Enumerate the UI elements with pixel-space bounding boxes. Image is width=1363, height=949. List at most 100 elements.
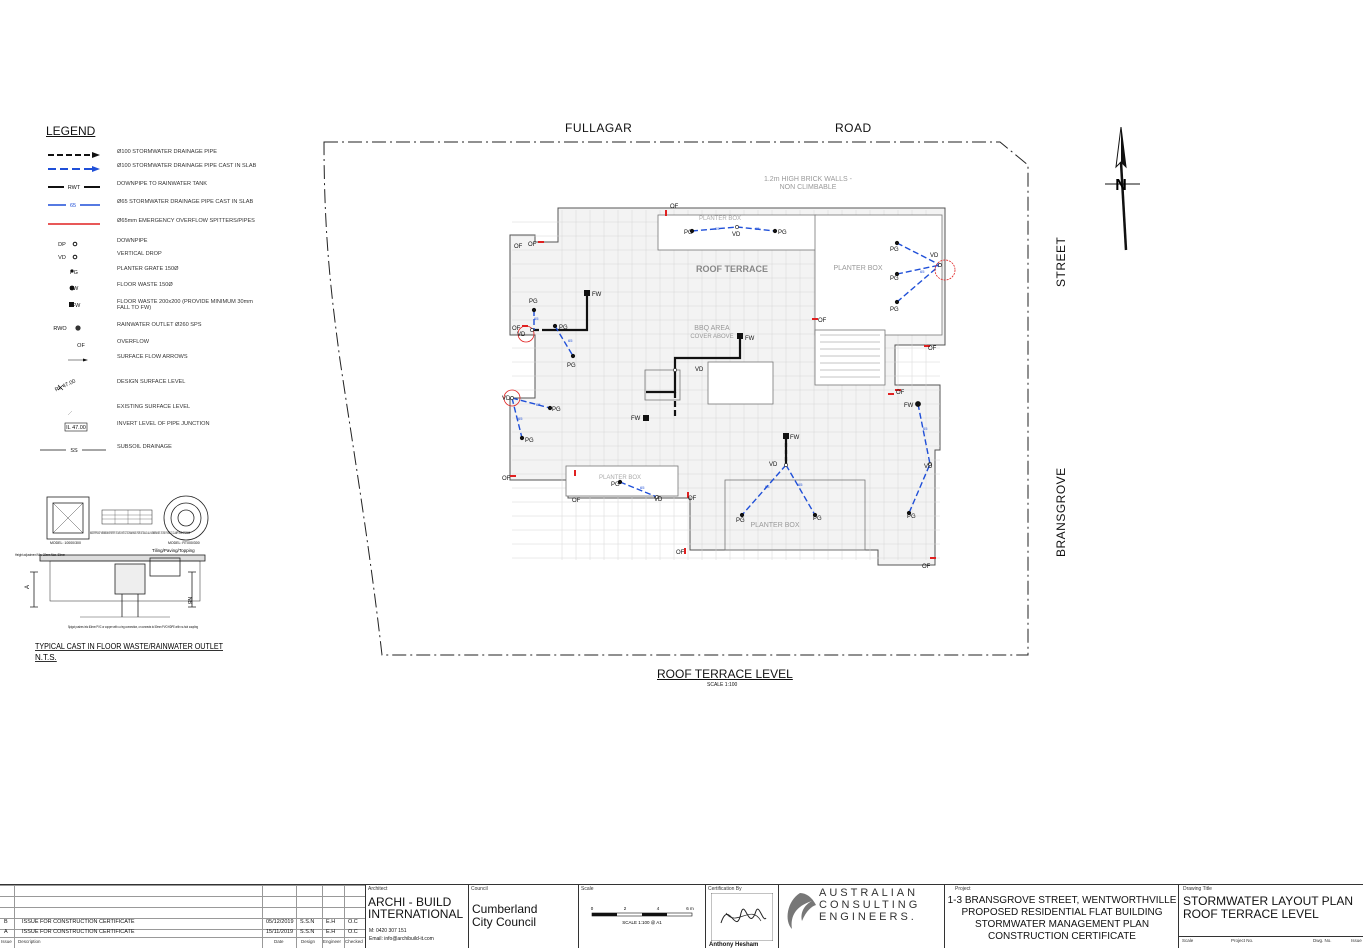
planter-grate-icon [570,353,576,359]
title-block: B ISSUE FOR CONSTRUCTION CERTIFICATE 05/12… [0,884,1363,948]
north-label: N [1115,177,1127,194]
plan-label-pg: PG [559,325,568,331]
planter-box-bl-label: PLANTER BOX [599,475,641,481]
pipe-size-label: 65 [923,426,928,431]
grate-round-plan [163,495,209,541]
rev-engineer: E.H [326,919,336,925]
legend-symbol-icon: OF [77,343,85,349]
street-street: STREET [1054,236,1068,287]
svg-text:FW: FW [70,286,79,292]
detail-model-right: MODEL: RT000/300 [168,541,200,545]
planter-grate-icon [894,240,900,246]
plan-label-of: OF [688,496,697,502]
plan-label-vd: VD [924,464,933,470]
rev-header-desc: Description [18,939,41,944]
property-boundary [323,141,1029,656]
council-name: Cumberland City Council [472,902,538,929]
svg-text:OF: OF [77,343,85,349]
planter-box-top [657,214,817,251]
plan-label-of: OF [502,476,511,482]
legend-text: DOWNPIPE [117,238,148,244]
plan-label-of: OF [670,204,679,210]
floor-waste-icon [643,415,649,421]
walls-note-2: NON CLIMBABLE [780,184,837,191]
legend-text: SUBSOIL DRAINAGE [117,444,172,450]
plan-label-fw: FW [904,403,914,409]
rev-date: 15/11/2019 [266,929,294,935]
plan-label-fw: FW [631,416,641,422]
bbq-sub-label: COVER ABOVE [690,334,733,340]
legend-text: DESIGN SURFACE LEVEL [117,379,186,385]
rev-description: ISSUE FOR CONSTRUCTION CERTIFICATE [22,929,135,935]
plan-label-vd: VD [732,232,741,238]
vertical-drop-icon [735,225,739,229]
detail-model-left: MODEL: 10000/300 [50,541,81,545]
plan-label-fw: FW [790,435,800,441]
detail-spigot: Spigot pushes into 63mm PVC or copper wi… [68,625,198,629]
legend-text: Ø65mm EMERGENCY OVERFLOW SPITTERS/PIPES [117,218,255,224]
plan-label-vd: VD [930,253,939,259]
legend-symbol-icon [48,166,100,172]
legend-text: FLOOR WASTE 150Ø [117,282,173,288]
legend-row: Ø65mm EMERGENCY OVERFLOW SPITTERS/PIPES [30,217,260,231]
plan-label-pg: PG [567,363,576,369]
legend-symbol-icon: PG [70,269,78,276]
legend-symbol-icon: IL 47.00 [64,422,88,432]
svg-text:4: 4 [657,906,660,911]
plan-label-of: OF [676,550,685,556]
pipe-size-label: 65 [798,482,803,487]
svg-text:PG: PG [70,270,78,276]
svg-text:NB: NB [186,597,192,605]
svg-text:2: 2 [624,906,627,911]
floor-waste-icon [915,401,921,407]
planter-grate-icon [689,228,695,234]
grate-square-plan [46,496,90,540]
plan-label-pg: PG [525,438,534,444]
legend-text: PLANTER GRATE 150Ø [117,266,179,272]
rev-design: S.S.N [300,929,315,935]
legend-row: EXISTING SURFACE LEVEL [30,403,260,417]
planter-grate-icon [772,228,778,234]
plan-label-pg: PG [890,276,899,282]
legend-row: Ø100 STORMWATER DRAINAGE PIPE [30,148,260,162]
planter-grate-icon [906,510,912,516]
pipe-size-label: 65 [920,269,925,274]
certification-cell: Certification By Anthony Hesham [705,885,779,948]
rev-checked: O.C [348,919,358,925]
legend-symbol-icon [67,410,73,416]
legend-text: SURFACE FLOW ARROWS [117,354,188,360]
walls-note-1: 1.2m HIGH BRICK WALLS - [764,176,853,183]
plan-label-of: OF [512,326,521,332]
pipe-size-label: 65 [518,416,523,421]
rev-header-issue: Issue [1,939,12,944]
legend-symbol-icon: 65 [48,203,100,209]
vertical-drop-icon [530,328,534,332]
legend-text: INVERT LEVEL OF PIPE JUNCTION [117,421,210,427]
street-road: ROAD [835,121,872,135]
legend-row: PG PLANTER GRATE 150Ø [30,265,260,279]
svg-text:SCALE 1:100 @ A1: SCALE 1:100 @ A1 [622,920,662,925]
detail-height-adj: Height adjustment Min. 22mm Max. 80mm [15,553,65,557]
legend-text: EXISTING SURFACE LEVEL [117,404,191,410]
council-cell: Council Cumberland City Council [468,885,579,948]
rev-date: 05/12/2019 [266,919,294,925]
architect-name: ARCHI - BUILD INTERNATIONAL [368,895,464,921]
rev-header-chk: Checked [345,939,363,944]
plan-label-of: OF [528,242,537,248]
plan-label-fw: FW [592,292,602,298]
rev-issue: B [4,919,8,925]
architect-cell: Architect ARCHI - BUILD INTERNATIONAL M:… [365,885,469,948]
plan-label-pg: PG [529,299,538,305]
plan-label-vd: VD [654,497,663,503]
floor-waste-icon [584,290,590,296]
bbq-unit [707,361,774,405]
legend-text: Ø100 STORMWATER DRAINAGE PIPE CAST IN SL… [117,163,257,169]
rev-header-eng: Engineer [323,939,342,944]
plan-label-of: OF [572,498,581,504]
legend-symbol-icon: FW [69,302,81,309]
rev-header-design: Design [301,939,316,944]
legend-text: FLOOR WASTE 200x200 (PROVIDE MINIMUM 30m… [117,299,253,311]
